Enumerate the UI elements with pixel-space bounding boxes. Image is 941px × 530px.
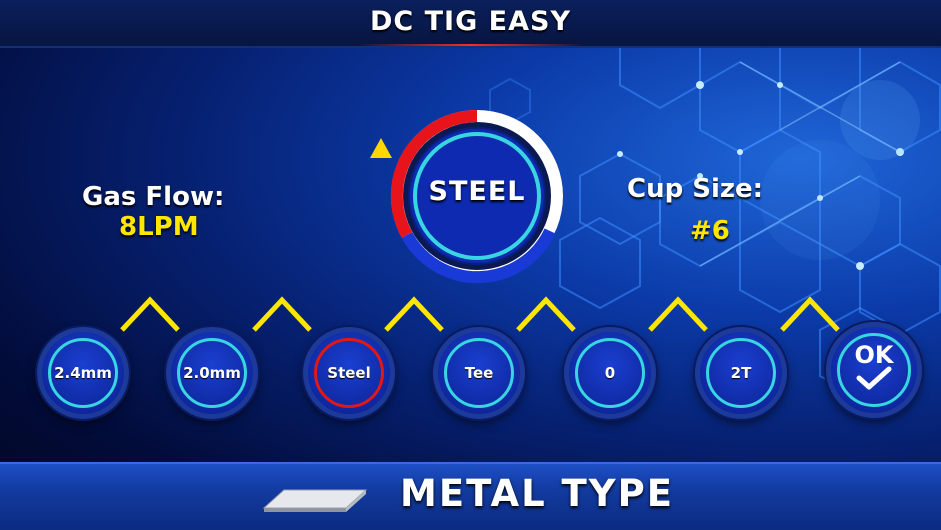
ok-button[interactable]: OK — [826, 322, 922, 418]
option-position-0[interactable]: 0 — [564, 327, 656, 419]
cup-size-value: #6 — [690, 216, 730, 246]
option-label: Tee — [464, 364, 494, 382]
option-diameter-2-0[interactable]: 2.0mm — [166, 327, 258, 419]
title-underline — [355, 44, 587, 46]
option-label: 2.4mm — [54, 364, 112, 382]
option-label: 2.0mm — [183, 364, 241, 382]
metal-type-dial[interactable] — [388, 107, 566, 285]
cup-size-label: Cup Size: — [627, 174, 764, 204]
option-diameter-2-4[interactable]: 2.4mm — [37, 327, 129, 419]
option-metal-steel[interactable]: Steel — [303, 327, 395, 419]
dial-pointer-icon — [370, 138, 392, 158]
gas-flow-value: 8LPM — [119, 212, 199, 242]
page-title: DC TIG EASY — [370, 6, 571, 37]
option-label: 0 — [604, 364, 616, 382]
option-label: 2T — [730, 364, 752, 382]
option-trigger-2t[interactable]: 2T — [695, 327, 787, 419]
metal-plate-icon — [262, 489, 368, 512]
footer-bar — [0, 462, 941, 530]
footer-title: METAL TYPE — [400, 472, 674, 515]
dial-value: STEEL — [428, 176, 526, 207]
checkmark-icon — [856, 366, 892, 390]
option-label: Steel — [327, 364, 371, 382]
header-bar — [0, 0, 941, 48]
gas-flow-label: Gas Flow: — [82, 182, 225, 212]
option-joint-tee[interactable]: Tee — [433, 327, 525, 419]
ok-label: OK — [854, 341, 894, 369]
